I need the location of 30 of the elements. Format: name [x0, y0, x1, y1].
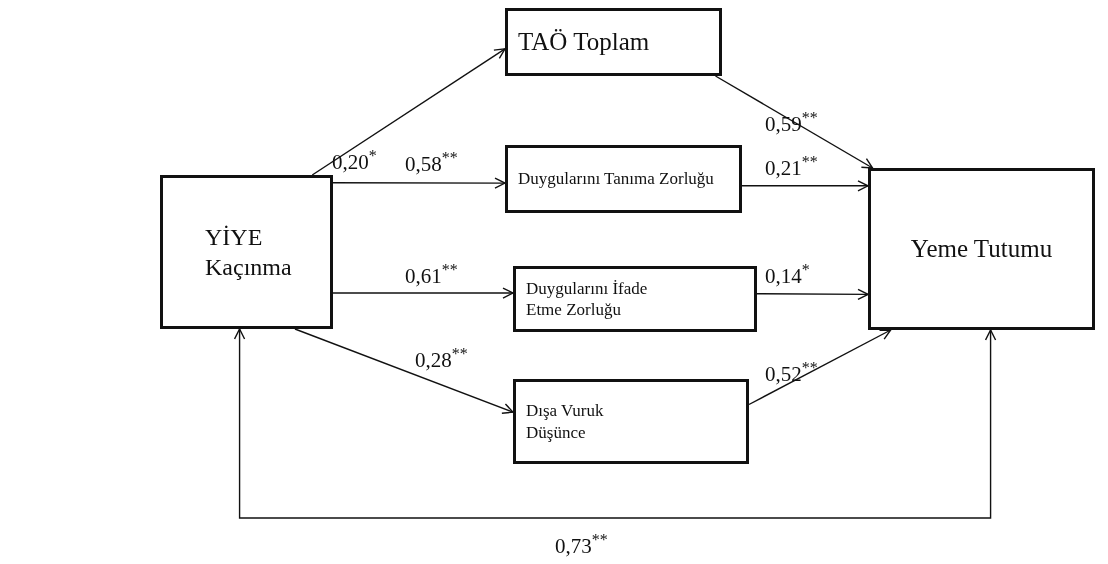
arrow: [748, 329, 892, 406]
arrow: [714, 75, 874, 169]
edge-label: 0,58$^{**}$: [405, 150, 458, 175]
node-label: YİYE Kaçınma: [205, 223, 293, 282]
edge-label: 0,59$^{**}$: [765, 110, 818, 135]
node-label: Duygularını Tanıma Zorluğu: [518, 168, 714, 190]
process-box: [868, 168, 1095, 330]
node-label: Yeme Tutumu: [910, 234, 1053, 265]
edge-label: 0,21$^{**}$: [765, 154, 818, 179]
edge-label: 0,61$^{**}$: [405, 262, 458, 287]
edge-label: 0,14$^{*}$: [765, 262, 810, 287]
arrow: [756, 288, 869, 300]
process-box: [513, 266, 757, 332]
node-label: TAÖ Toplam: [518, 27, 650, 58]
arrow: [741, 180, 869, 192]
node-label: Dışa Vuruk Düşünce: [526, 400, 605, 443]
node-label: Duygularını İfade Etme Zorluğu: [526, 277, 649, 321]
arrow: [311, 48, 506, 176]
arrow: [332, 287, 514, 299]
edge-label: 0,20$^{*}$: [332, 148, 377, 173]
edge-label: 0,52$^{**}$: [765, 360, 818, 385]
process-box: [505, 8, 722, 76]
process-box: [160, 175, 333, 329]
process-box: [505, 145, 742, 213]
arrow: [294, 328, 514, 414]
arrow: [332, 177, 506, 189]
edge-label: 0,28$^{**}$: [415, 346, 468, 371]
arrow: [233, 328, 997, 519]
process-box: [513, 379, 749, 464]
edge-label: 0,73$^{**}$: [555, 532, 608, 557]
